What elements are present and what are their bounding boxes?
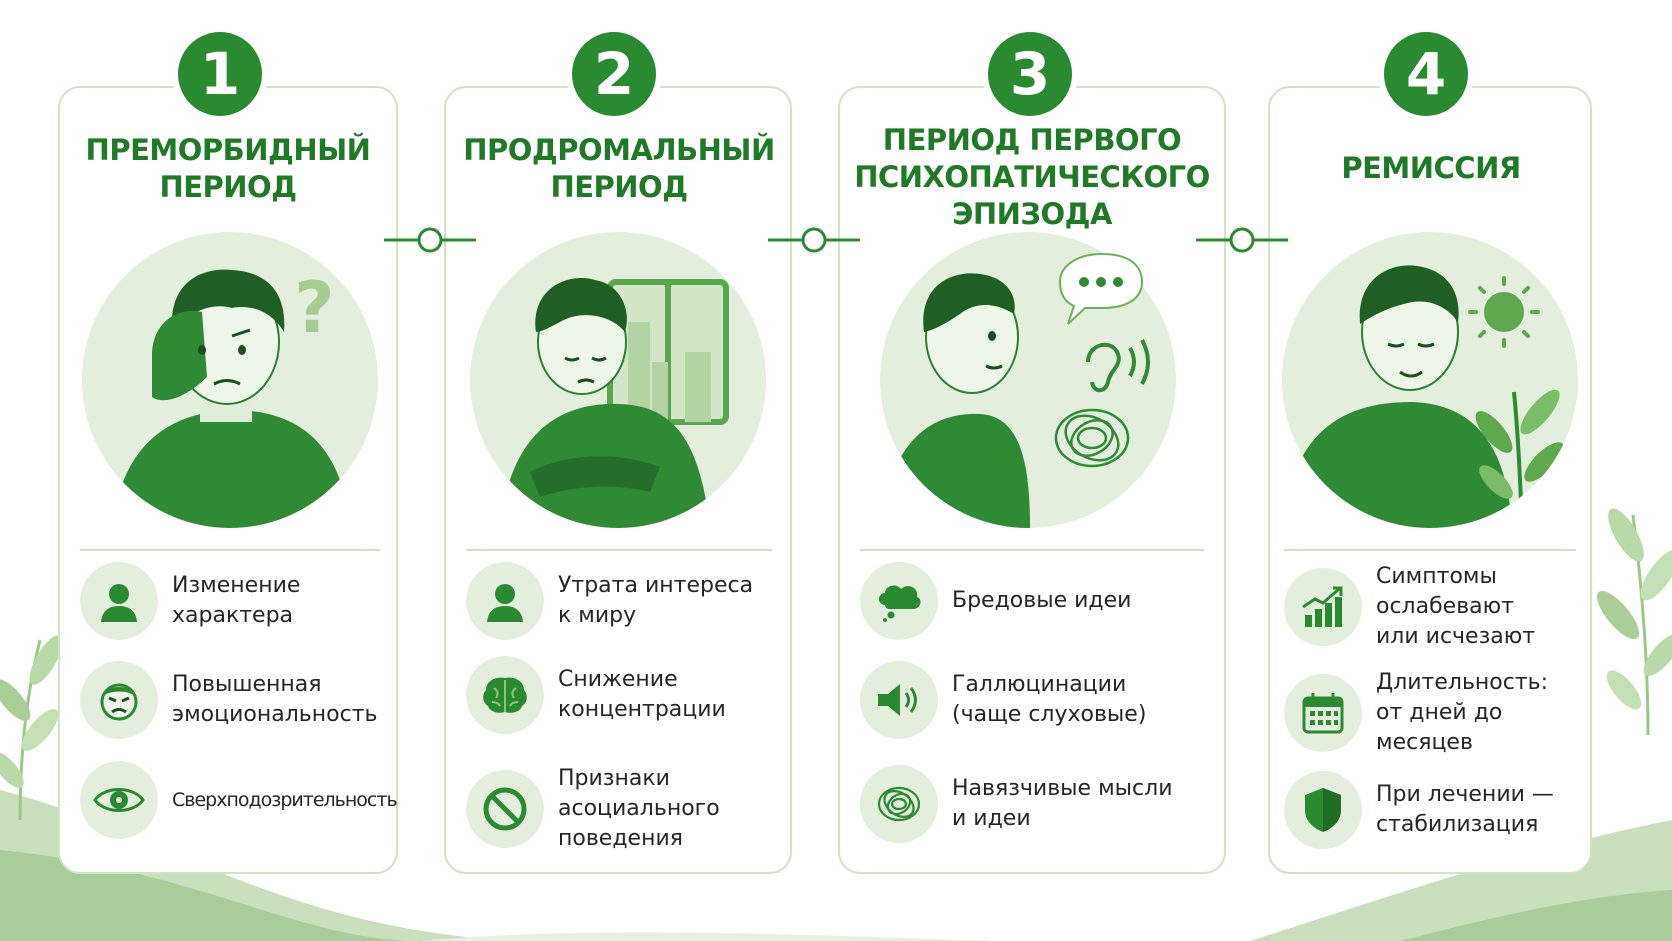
connector-1-2 <box>384 227 476 253</box>
list-item: Длительность: от дней до месяцев <box>1284 668 1548 758</box>
list-item: Изменение характера <box>80 562 300 640</box>
list-item: Бредовые идеи <box>860 562 1131 640</box>
stage-title: ПРОДРОМАЛЬНЫЙ ПЕРИОД <box>463 133 775 204</box>
list-item: Снижение концентрации <box>466 656 726 734</box>
hearing-voices-illustration <box>880 232 1176 528</box>
leaves-left <box>0 635 63 820</box>
divider <box>466 549 772 551</box>
stage-title: РЕМИССИЯ <box>1341 151 1521 185</box>
brain-icon <box>466 656 544 734</box>
divider <box>860 549 1204 551</box>
list-item: Признаки асоциального поведения <box>466 764 720 854</box>
tangle-icon <box>860 765 938 843</box>
connector-3-4 <box>1196 227 1288 253</box>
growth-chart-icon <box>1284 568 1362 646</box>
stage-title: ПЕРИОД ПЕРВОГО ПСИХОПАТИЧЕСКОГО ЭПИЗОДА <box>854 123 1210 231</box>
angry-face-icon <box>80 661 158 739</box>
person-icon <box>80 562 158 640</box>
speaker-icon <box>860 661 938 739</box>
divider <box>1284 549 1576 551</box>
person-icon <box>466 562 544 640</box>
list-item: Навязчивые мысли и идеи <box>860 765 1173 843</box>
withdrawn-man-illustration <box>470 232 766 528</box>
shield-icon <box>1284 771 1362 849</box>
list-item: Повышенная эмоциональность <box>80 661 377 739</box>
stage-number-badge: 3 <box>982 26 1078 122</box>
calendar-icon <box>1284 674 1362 752</box>
thought-cloud-icon <box>860 562 938 640</box>
stage-number-badge: 2 <box>566 26 662 122</box>
eye-icon <box>80 761 158 839</box>
divider <box>80 549 380 551</box>
prohibited-icon <box>466 770 544 848</box>
list-item: Утрата интереса к миру <box>466 562 753 640</box>
worried-man-illustration: ? <box>82 232 378 528</box>
stage-number-badge: 4 <box>1378 26 1474 122</box>
list-item: Симптомы ослабевают или исчезают <box>1284 562 1535 652</box>
stage-number-badge: 1 <box>172 26 268 122</box>
list-item: Галлюцинации (чаще слуховые) <box>860 661 1146 739</box>
stage-title: ПРЕМОРБИДНЫЙ ПЕРИОД <box>85 133 371 204</box>
svg-text:?: ? <box>294 267 335 349</box>
calm-man-illustration <box>1282 232 1578 528</box>
list-item: Сверхподозрительность <box>80 761 398 839</box>
list-item: При лечении — стабилизация <box>1284 771 1554 849</box>
leaves-right <box>1596 508 1672 735</box>
connector-2-3 <box>768 227 860 253</box>
